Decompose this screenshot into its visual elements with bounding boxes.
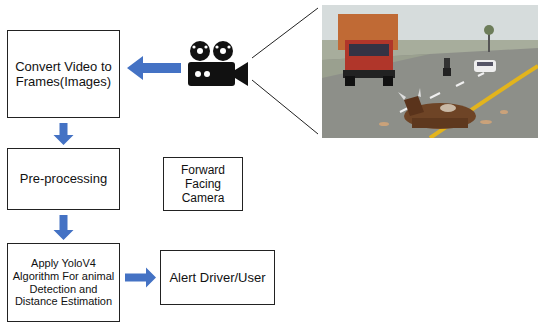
box-label: Pre-processing <box>20 171 107 186</box>
box-label: Convert Video to Frames(Images) <box>12 59 115 90</box>
process-box: Convert Video to Frames(Images) <box>7 30 120 118</box>
camera-arrow <box>127 56 181 80</box>
road-photo <box>322 5 538 138</box>
box-label: Forward Facing Camera <box>168 163 238 205</box>
leader-line <box>252 8 318 58</box>
flow-arrow <box>54 123 74 145</box>
flow-arrow <box>125 268 156 288</box>
process-box: Pre-processing <box>7 148 120 210</box>
process-box: Apply YoloV4 Algorithm For animal Detect… <box>7 243 120 322</box>
box-label: Alert Driver/User <box>169 270 265 285</box>
process-box: Forward Facing Camera <box>163 157 243 211</box>
process-box: Alert Driver/User <box>160 250 275 305</box>
flow-arrow <box>54 215 74 240</box>
leader-line <box>252 80 318 134</box>
camera-icon <box>188 41 248 86</box>
box-label: Apply YoloV4 Algorithm For animal Detect… <box>12 257 115 309</box>
